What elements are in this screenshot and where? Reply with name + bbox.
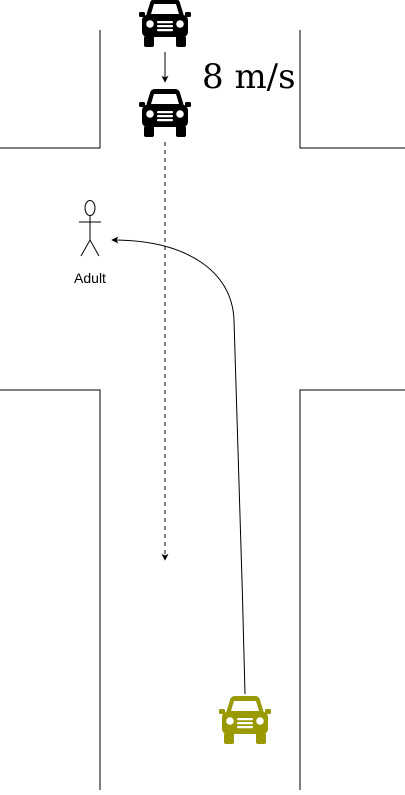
pedestrian-label: Adult — [74, 270, 106, 286]
oncoming-car-start-icon — [139, 0, 191, 47]
oncoming-car-icon — [139, 89, 191, 137]
road-edges — [0, 30, 405, 790]
road-edge-top-right — [299, 30, 405, 149]
pedestrian-icon — [79, 200, 101, 257]
road-edge-top-left — [0, 30, 101, 149]
road-edge-bottom-right — [299, 389, 405, 790]
ego-car-icon — [219, 696, 271, 744]
ego-car-turn-path — [111, 236, 246, 695]
speed-label: 8 m/s — [202, 57, 296, 97]
road-edge-bottom-left — [0, 389, 101, 790]
